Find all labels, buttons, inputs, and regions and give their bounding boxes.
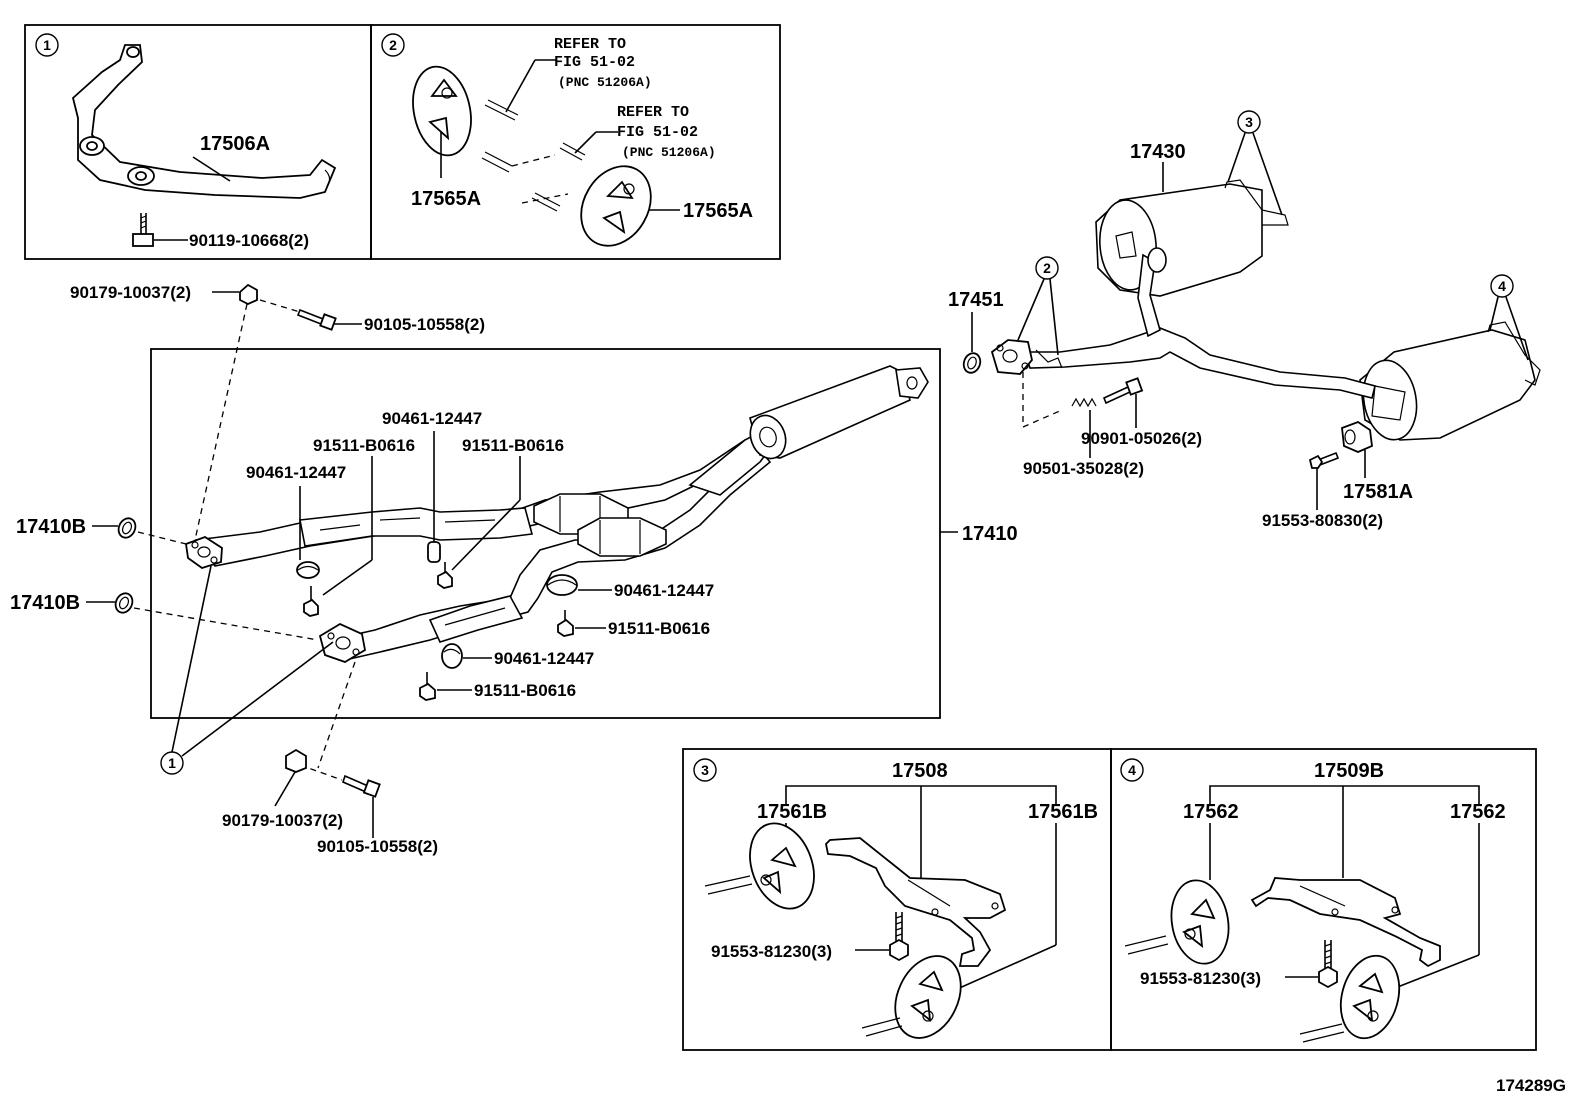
label-17562-left: 17562 [1183, 801, 1239, 823]
assembly-17410-box [150, 348, 941, 719]
label-17410B-upper: 17410B [16, 516, 86, 538]
gasket-17410B-lower[interactable] [113, 591, 136, 616]
marker-4-rear-text: 4 [1498, 278, 1506, 294]
label-17410: 17410 [962, 523, 1018, 545]
label-17508: 17508 [892, 760, 948, 782]
label-90461-12447-4: 90461-12447 [494, 649, 594, 668]
bolt-bottom[interactable] [342, 774, 381, 798]
label-91553-81230-inset4: 91553-81230(3) [1140, 969, 1261, 988]
spring-90501-35028[interactable] [1071, 397, 1097, 408]
rubber-hanger-17561B-right[interactable] [883, 945, 974, 1048]
marker-3-rear-text: 3 [1245, 114, 1253, 130]
marker-4-rear [1490, 274, 1514, 298]
marker-3-rear [1237, 110, 1261, 134]
rubber-hanger-17562-right[interactable] [1332, 949, 1408, 1045]
rubber-hanger-17562-left[interactable] [1165, 876, 1235, 968]
inset-1-marker: 1 [43, 37, 51, 53]
inset-2-marker: 2 [389, 37, 397, 53]
refer-2-line-2: FIG 51-02 [617, 124, 698, 141]
marker-2-rear-text: 2 [1043, 260, 1051, 276]
label-90461-12447-3: 90461-12447 [614, 581, 714, 600]
bracket-17509B[interactable] [1250, 877, 1441, 968]
marker-2-rear [1035, 256, 1059, 280]
refer-1-line-2: FIG 51-02 [554, 54, 635, 71]
bolt-91553-80830[interactable] [1308, 451, 1340, 469]
label-17565A-left: 17565A [411, 188, 481, 210]
bolt-91511-2[interactable] [437, 562, 453, 589]
bolt-90119-10668[interactable] [132, 213, 154, 247]
label-17506A: 17506A [200, 133, 270, 155]
label-17451: 17451 [948, 289, 1004, 311]
inset-4-box: 4 17509B 17562 17562 [1110, 748, 1537, 1051]
label-90179-10037-bottom: 90179-10037(2) [222, 811, 343, 830]
rubber-hanger-left[interactable] [405, 61, 478, 161]
bolt-top[interactable] [296, 308, 337, 331]
refer-2-line-3: (PNC 51206A) [622, 145, 716, 160]
label-17562-right: 17562 [1450, 801, 1506, 823]
bolt-91511-3[interactable] [557, 610, 574, 637]
label-17561B-right: 17561B [1028, 801, 1098, 823]
refer-1-line-3: (PNC 51206A) [558, 75, 652, 90]
label-17410B-lower: 17410B [10, 592, 80, 614]
label-90105-10558-bottom: 90105-10558(2) [317, 837, 438, 856]
label-90461-12447-1: 90461-12447 [246, 463, 346, 482]
label-90119-10668: 90119-10668(2) [189, 231, 309, 250]
clamp-90461-2[interactable] [427, 541, 441, 563]
label-90105-10558-top: 90105-10558(2) [364, 315, 485, 334]
label-91511-B0616-1: 91511-B0616 [313, 436, 415, 455]
clamp-90461-4[interactable] [441, 643, 463, 669]
label-91553-81230-inset3: 91553-81230(3) [711, 942, 832, 961]
label-91511-B0616-4: 91511-B0616 [474, 681, 576, 700]
bolt-91553-81230-inset4[interactable] [1318, 940, 1338, 989]
inset-1-box: 1 17506A 90119-10668(2) [24, 24, 372, 260]
label-91553-80830: 91553-80830(2) [1262, 511, 1383, 530]
label-91511-B0616-2: 91511-B0616 [462, 436, 564, 455]
bolt-90901-05026[interactable] [1102, 377, 1144, 405]
exhaust-pipe-assembly-17410[interactable] [185, 365, 929, 663]
gasket-17410B-upper[interactable] [116, 516, 139, 541]
figure-id: 174289G [1496, 1076, 1566, 1095]
label-91511-B0616-3: 91511-B0616 [608, 619, 710, 638]
label-90501-35028: 90501-35028(2) [1023, 459, 1144, 478]
inset-4-marker: 4 [1128, 762, 1136, 778]
clamp-90461-3[interactable] [546, 574, 578, 596]
bracket-17506A[interactable] [71, 44, 337, 199]
rubber-hanger-right[interactable] [567, 154, 664, 259]
label-17581A: 17581A [1343, 481, 1413, 503]
label-17561B-left: 17561B [757, 801, 827, 823]
label-17430: 17430 [1130, 141, 1186, 163]
hanger-17581A[interactable] [1341, 420, 1373, 453]
marker-1-text: 1 [168, 755, 176, 771]
inset-3-marker: 3 [701, 762, 709, 778]
clamp-90461-1[interactable] [296, 561, 320, 579]
bolt-91511-1[interactable] [303, 586, 319, 617]
bracket-17508[interactable] [825, 837, 1007, 967]
inset-3-box: 3 17508 17561B 17561B [682, 748, 1112, 1051]
gasket-17451[interactable] [961, 351, 983, 375]
rear-muffler-17430[interactable] [990, 179, 1541, 444]
label-90901-05026: 90901-05026(2) [1081, 429, 1202, 448]
label-90461-12447-2: 90461-12447 [382, 409, 482, 428]
refer-2-line-1: REFER TO [617, 104, 689, 121]
nut-bottom[interactable] [285, 748, 307, 773]
bolt-91511-4[interactable] [419, 672, 436, 701]
label-17509B: 17509B [1314, 760, 1384, 782]
refer-1-line-1: REFER TO [554, 36, 626, 53]
inset-2-box: 2 REFER TO FIG 51-02 (PNC 5 [370, 24, 781, 260]
bolt-91553-81230-inset3[interactable] [889, 912, 909, 962]
nut-top[interactable] [239, 283, 258, 305]
label-17565A-right: 17565A [683, 200, 753, 222]
label-90179-10037-top: 90179-10037(2) [70, 283, 191, 302]
rubber-hanger-17561B-left[interactable] [739, 814, 825, 917]
